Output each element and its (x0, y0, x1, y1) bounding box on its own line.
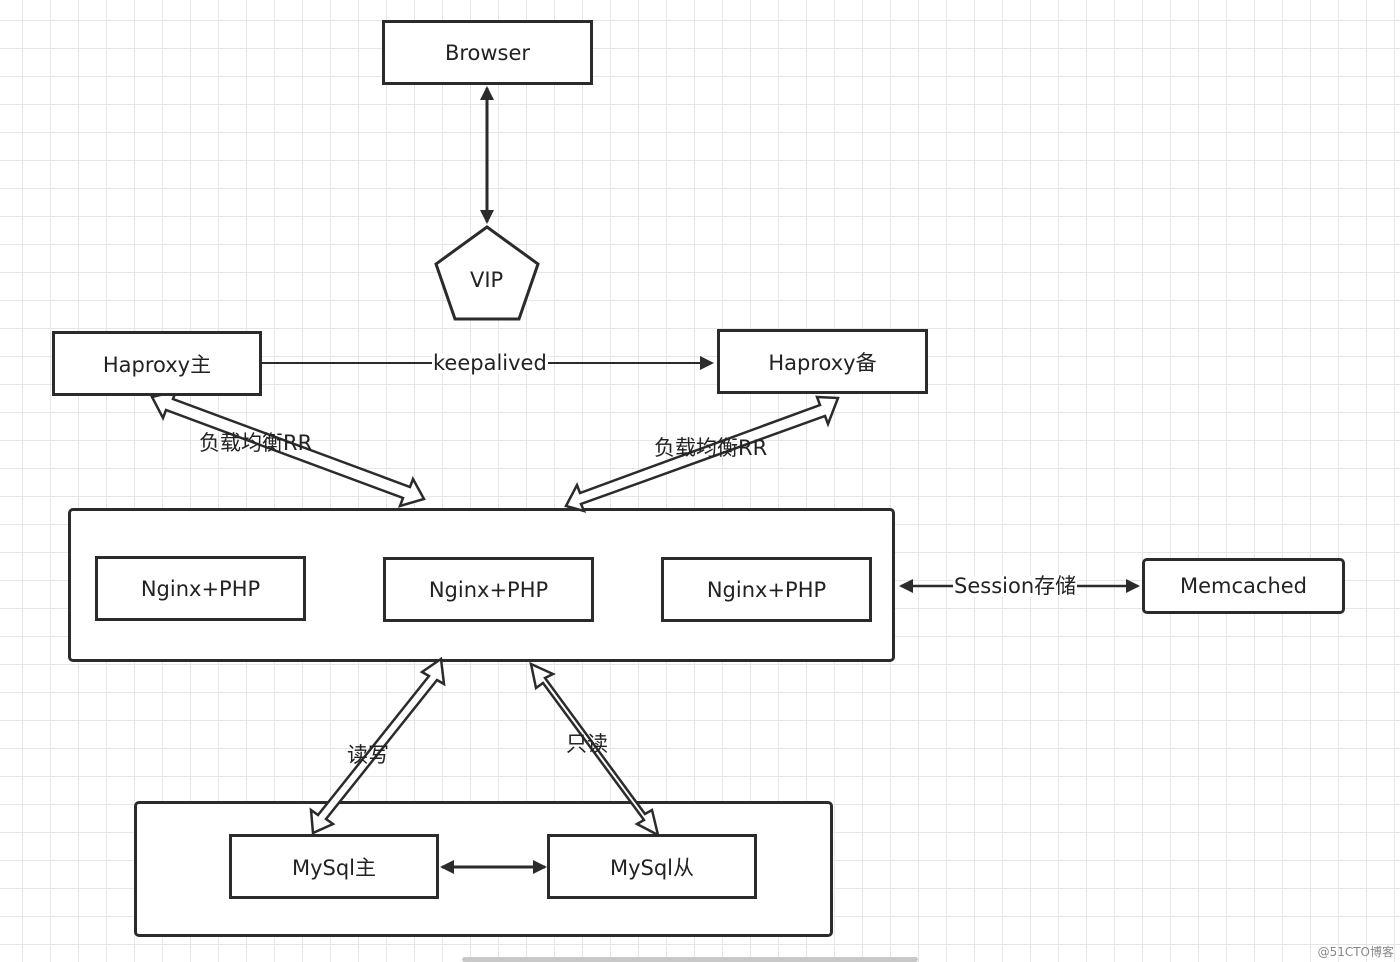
lb-left-link (150, 389, 426, 508)
nginx-php-label: Nginx+PHP (706, 577, 827, 602)
horizontal-scrollbar[interactable] (462, 957, 918, 962)
nginx-php-label: Nginx+PHP (140, 576, 261, 601)
session-label: Session存储 (953, 574, 1078, 598)
nginx-php-label: Nginx+PHP (428, 577, 549, 602)
keepalived-label: keepalived (432, 351, 548, 375)
lb-left-label: 负载均衡RR (199, 431, 313, 455)
vip-label: VIP (470, 268, 504, 292)
read-write-link (309, 656, 446, 835)
nginx-php-node-3: Nginx+PHP (661, 557, 872, 622)
vip-pentagon (434, 225, 540, 321)
mysql-slave-node: MySql从 (547, 834, 757, 899)
memcached-label: Memcached (1179, 574, 1307, 598)
mysql-master-node: MySql主 (229, 834, 439, 899)
browser-label: Browser (444, 40, 531, 65)
haproxy-master-node: Haproxy主 (52, 331, 262, 396)
haproxy-master-label: Haproxy主 (102, 352, 212, 377)
lb-right-label: 负载均衡RR (654, 436, 768, 460)
read-only-label: 只读 (566, 732, 608, 756)
nginx-php-node-1: Nginx+PHP (95, 556, 306, 621)
haproxy-backup-node: Haproxy备 (717, 329, 928, 394)
read-write-label: 读写 (347, 743, 389, 767)
haproxy-backup-label: Haproxy备 (768, 350, 877, 375)
browser-node: Browser (382, 20, 593, 85)
watermark: @51CTO博客 (1317, 945, 1394, 959)
mysql-master-label: MySql主 (291, 855, 377, 880)
nginx-php-node-2: Nginx+PHP (383, 557, 594, 622)
lb-right-link (564, 395, 840, 513)
memcached-node: Memcached (1142, 558, 1345, 614)
mysql-slave-label: MySql从 (609, 855, 695, 880)
